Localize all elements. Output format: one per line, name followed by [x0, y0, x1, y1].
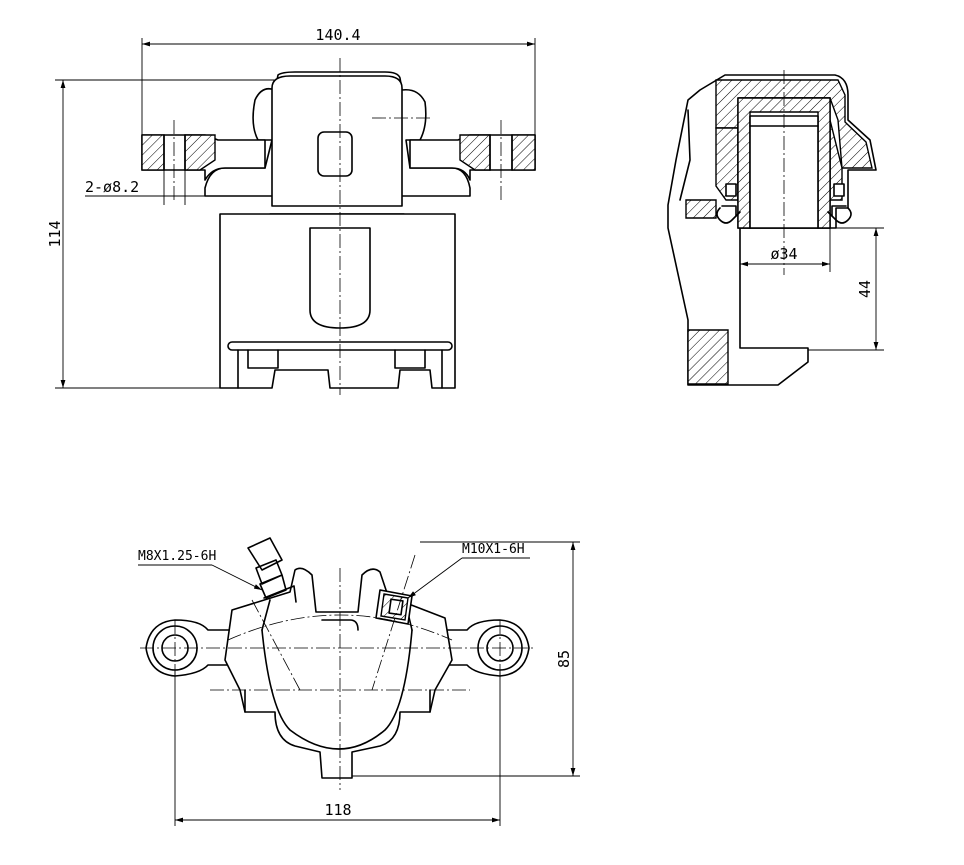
- dim-mount-holes: 2-ø8.2: [85, 178, 139, 196]
- dim-piston-diameter: ø34: [770, 245, 797, 263]
- section-hatch-bottom: [687, 329, 729, 385]
- dim-piston-depth: 44: [856, 280, 874, 298]
- bleed-screw-cap: [247, 537, 283, 571]
- section-view: ø34 44: [667, 70, 884, 386]
- bottom-body: [224, 567, 453, 779]
- dim-bottom-width: 118: [324, 801, 351, 819]
- right-ear-section-a: [511, 134, 536, 171]
- dim-overall-width: 140.4: [315, 26, 360, 44]
- left-ear-section-a: [141, 134, 165, 171]
- bottom-view: M8X1.25-6H M10X1-6H 85 118: [138, 537, 580, 826]
- section-hatch-mid: [685, 199, 717, 219]
- label-inlet-thread: M10X1-6H: [462, 542, 525, 557]
- section-hatch-left: [715, 127, 739, 201]
- front-view: 140.4 114 2-ø8.2: [46, 26, 536, 395]
- center-window: [317, 131, 353, 177]
- piston-wall: [737, 97, 831, 229]
- dim-height: 114: [46, 220, 64, 247]
- dim-bottom-height: 85: [555, 650, 573, 668]
- label-bleed-thread: M8X1.25-6H: [138, 549, 216, 564]
